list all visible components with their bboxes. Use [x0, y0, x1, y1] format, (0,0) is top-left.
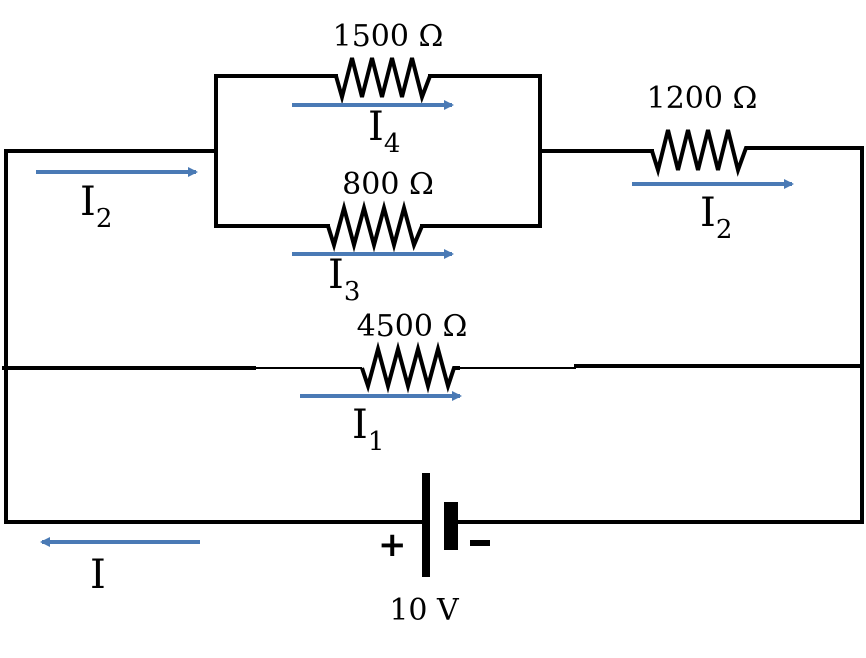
label-i1: I1 [352, 402, 384, 457]
label-i3: I3 [328, 252, 360, 307]
battery-minus-sign [470, 540, 490, 546]
resistor-1200 [650, 129, 752, 178]
label-1500: 1500 Ω [333, 19, 444, 54]
label-1200: 1200 Ω [647, 81, 758, 116]
label-i2-right: I2 [700, 190, 732, 245]
resistor-1500 [334, 57, 432, 105]
battery-short-plate [444, 502, 458, 550]
resistor-800 [326, 200, 424, 253]
label-4500: 4500 Ω [357, 309, 468, 344]
battery-long-plate [422, 473, 430, 577]
label-i-total: I [90, 552, 106, 598]
battery-voltage: 10 V [389, 593, 460, 628]
label-i4: I4 [368, 104, 400, 159]
wire-right-outer [464, 146, 864, 524]
resistor-4500 [360, 341, 460, 394]
label-800: 800 Ω [342, 167, 434, 202]
wire-left-outer [4, 149, 422, 524]
battery-plus-sign: + [378, 525, 407, 565]
label-i2-left: I2 [80, 179, 112, 234]
